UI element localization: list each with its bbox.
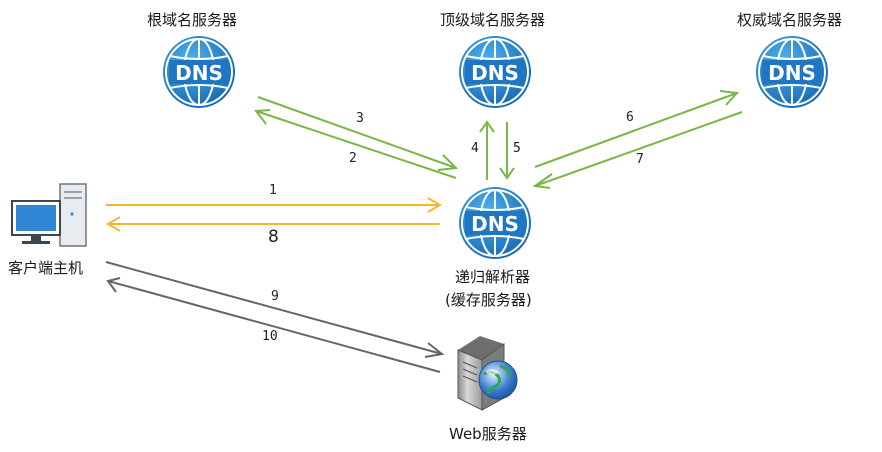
step-4-label: 4 bbox=[471, 141, 479, 156]
root-server-label: 根域名服务器 bbox=[147, 11, 238, 29]
cache-server-label: (缓存服务器) bbox=[445, 291, 532, 309]
arrow-7-head bbox=[532, 173, 553, 189]
arrow-3 bbox=[257, 96, 457, 169]
arrow-1-head bbox=[427, 197, 442, 213]
step-1-label: 1 bbox=[269, 183, 277, 198]
auth-dns-icon bbox=[755, 35, 829, 109]
gray-arrows bbox=[105, 261, 445, 373]
arrow-5-head bbox=[499, 167, 515, 180]
arrow-9 bbox=[105, 261, 443, 355]
arrow-4-head bbox=[479, 120, 495, 133]
arrow-9-head bbox=[424, 342, 445, 358]
resolver-dns-icon bbox=[458, 186, 532, 260]
step-3-label: 3 bbox=[356, 111, 364, 126]
step-2-label: 2 bbox=[349, 151, 357, 166]
arrow-7 bbox=[534, 111, 743, 187]
web-server-icon bbox=[457, 336, 518, 411]
step-10-label: 10 bbox=[262, 329, 278, 344]
client-computer-icon bbox=[11, 183, 87, 247]
orange-arrows bbox=[106, 197, 442, 232]
client-host-label: 客户端主机 bbox=[8, 259, 84, 277]
arrow-10-head bbox=[106, 277, 121, 293]
tld-dns-icon bbox=[458, 35, 532, 109]
root-dns-icon bbox=[162, 35, 236, 109]
arrow-3-head bbox=[437, 154, 459, 171]
step-7-label: 7 bbox=[636, 152, 644, 167]
step-5-label: 5 bbox=[513, 141, 521, 156]
arrow-6 bbox=[534, 92, 738, 168]
step-6-label: 6 bbox=[626, 110, 634, 125]
arrow-10 bbox=[107, 280, 441, 373]
arrow-6-head bbox=[719, 90, 740, 106]
web-server-label: Web服务器 bbox=[449, 425, 527, 443]
step-8-label: 8 bbox=[268, 227, 279, 247]
step-9-label: 9 bbox=[271, 289, 279, 304]
arrow-2-head bbox=[254, 109, 271, 125]
arrow-2 bbox=[255, 110, 457, 179]
tld-server-label: 顶级域名服务器 bbox=[440, 11, 546, 29]
resolver-label: 递归解析器 bbox=[455, 268, 531, 286]
green-arrows bbox=[254, 90, 743, 189]
arrow-8-head bbox=[106, 216, 121, 232]
auth-server-label: 权威域名服务器 bbox=[737, 11, 843, 29]
